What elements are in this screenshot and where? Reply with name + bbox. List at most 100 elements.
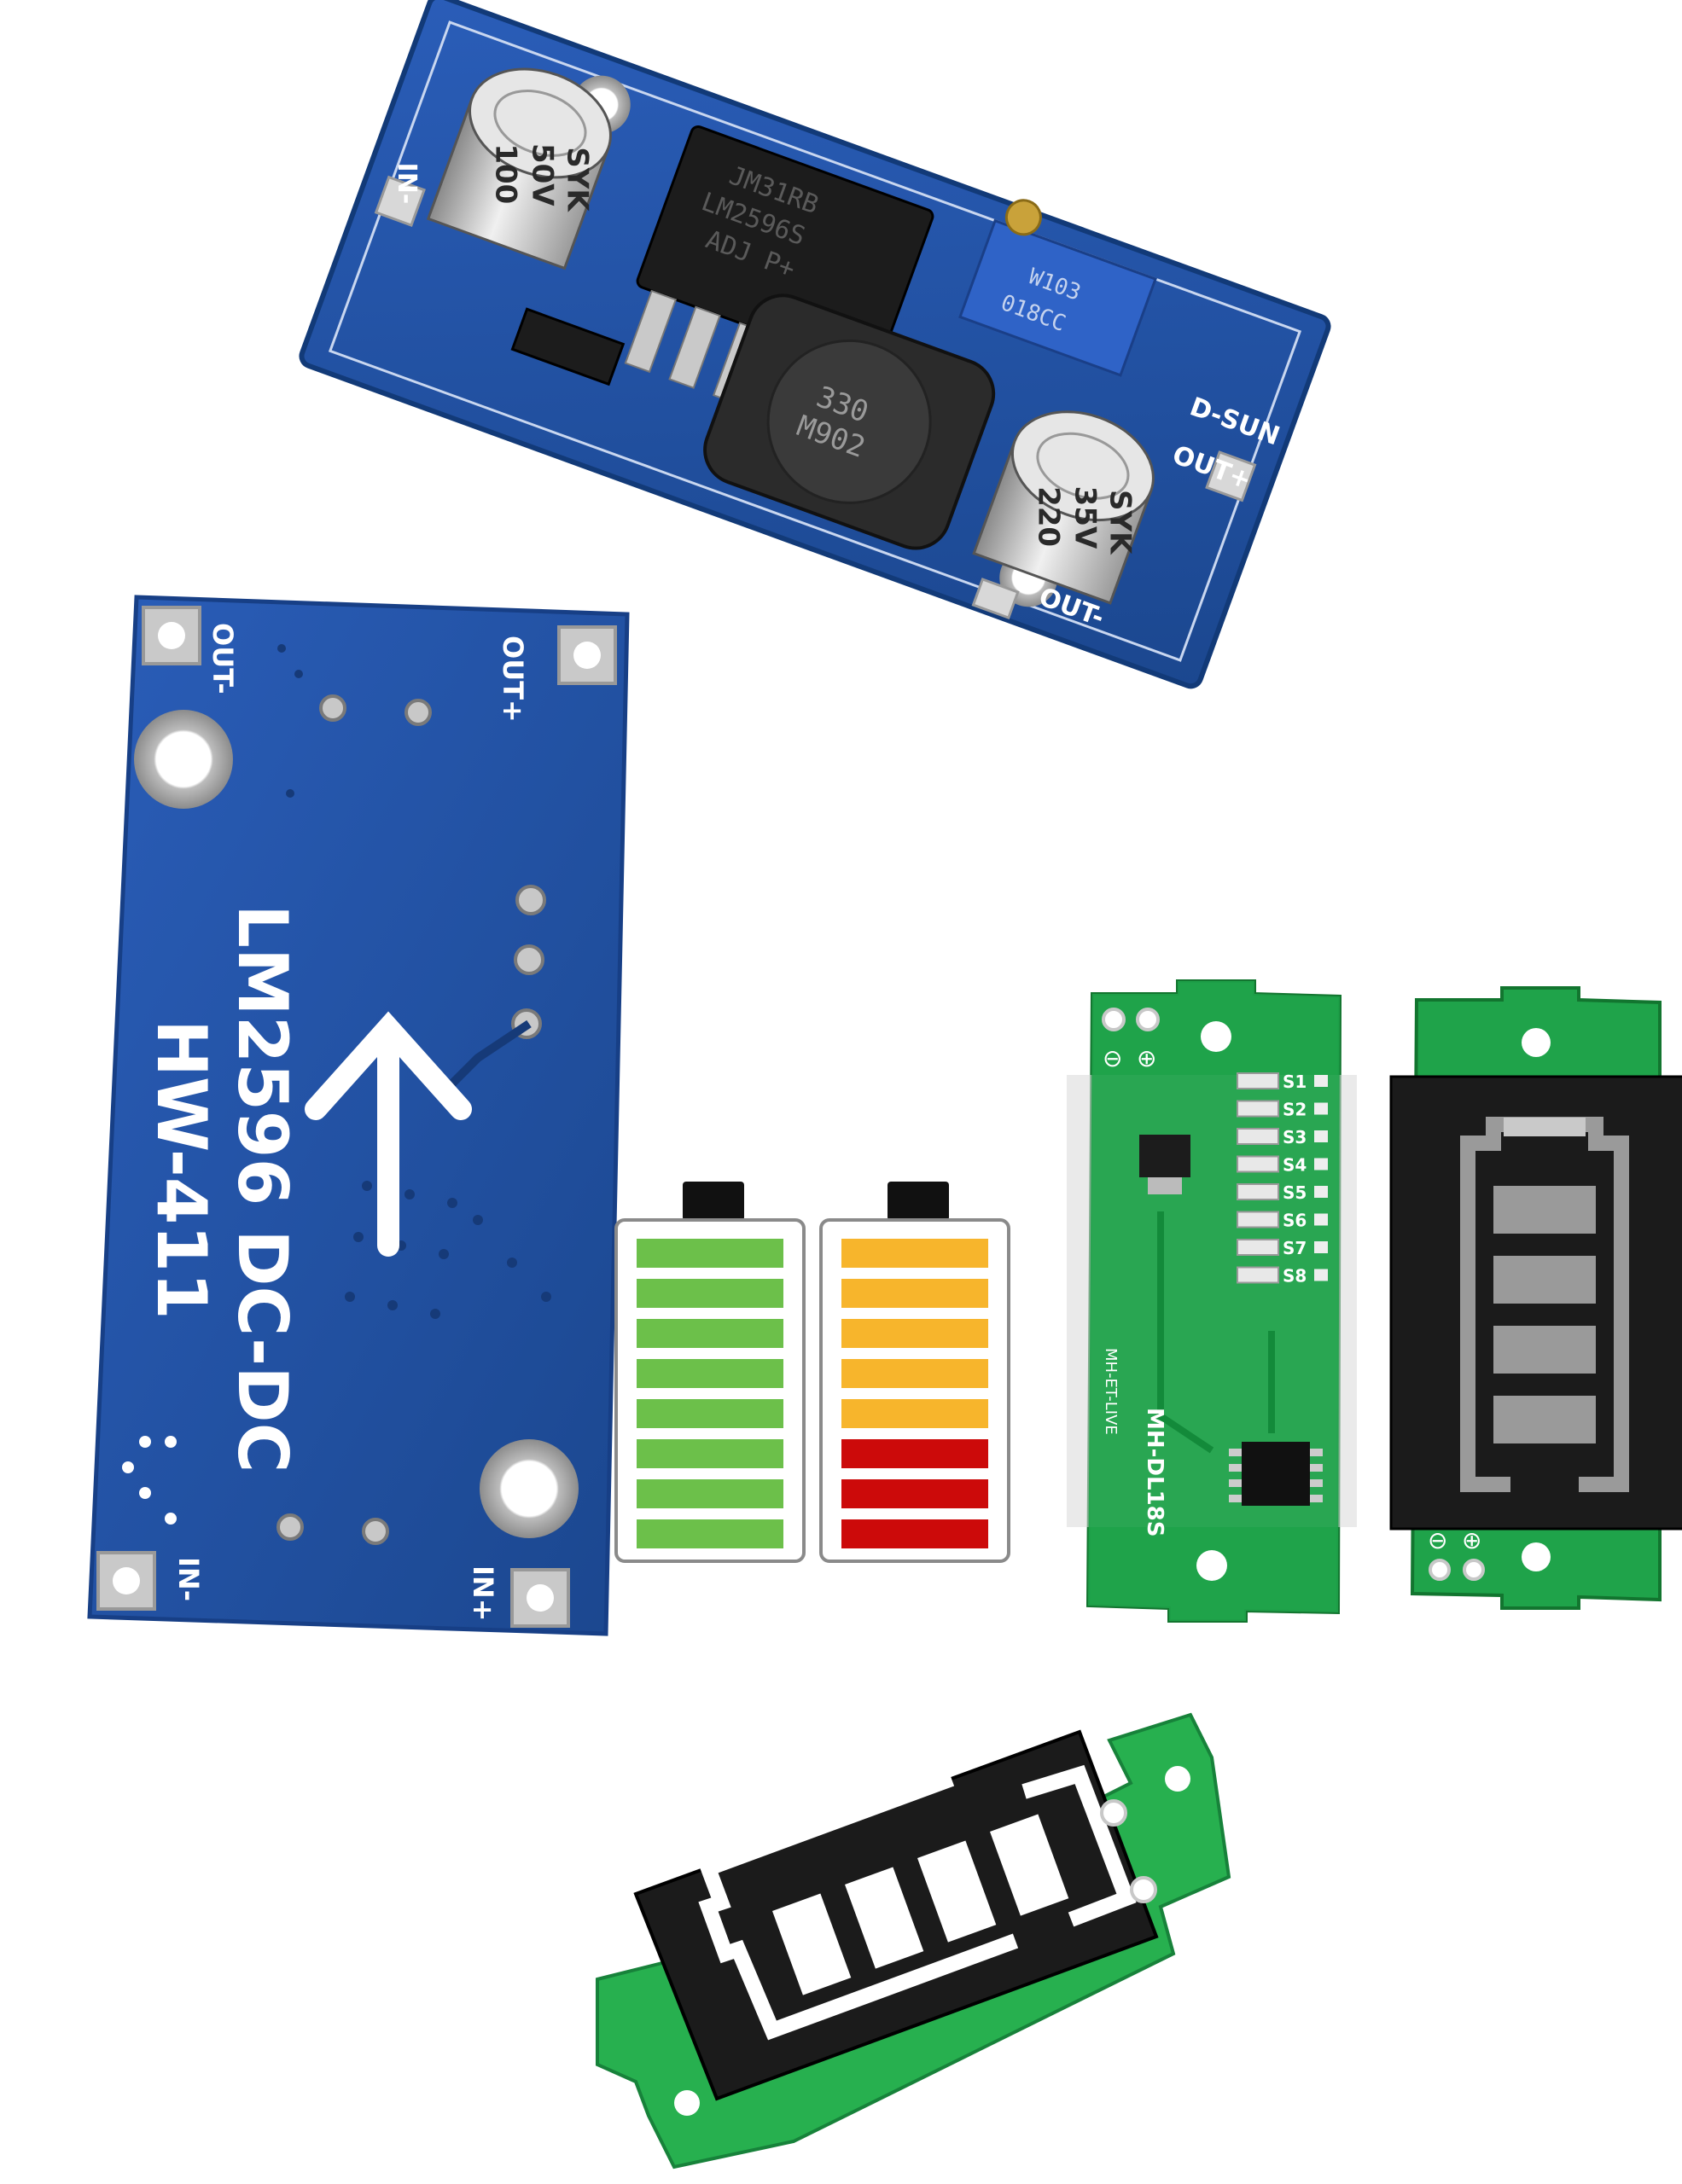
- green-pad-a: [1102, 1008, 1126, 1031]
- green-pad-label: S6: [1283, 1211, 1307, 1231]
- arrow-up-icon: [305, 1011, 472, 1257]
- back-hole-bottom: [480, 1439, 579, 1538]
- green-pad-label: S7: [1283, 1238, 1307, 1258]
- bottom-bar-group: [917, 1840, 997, 1943]
- front-pad-a: [1429, 1559, 1451, 1581]
- green-model-label: MH-DL18S: [1142, 1408, 1167, 1536]
- green-mount-hole-top: [1201, 1021, 1231, 1052]
- label-out-minus-back: OUT-: [207, 623, 239, 694]
- battery-icon-green: [614, 1182, 806, 1563]
- display-bar: [1493, 1396, 1596, 1443]
- green-ic-chip: [1242, 1442, 1310, 1506]
- back-title-line2: HW-411: [142, 1019, 221, 1320]
- cap-out-line1: 220: [1032, 486, 1066, 547]
- green-regulator: [1139, 1135, 1190, 1177]
- display-bar: [1493, 1256, 1596, 1304]
- mixed-segment: [841, 1279, 988, 1308]
- green-pad: [1314, 1213, 1328, 1226]
- display-bar: [1493, 1186, 1596, 1234]
- mixed-segment: [841, 1319, 988, 1348]
- back-white-dots: [122, 1436, 177, 1525]
- mixed-segment: [841, 1479, 988, 1508]
- display-bar: [1493, 1326, 1596, 1374]
- label-in-plus-back: IN+: [467, 1565, 499, 1622]
- green-segment: [637, 1239, 783, 1268]
- front-pad-b: [1463, 1559, 1485, 1581]
- green-pad: [1314, 1269, 1328, 1281]
- mixed-segment: [841, 1519, 988, 1548]
- green-resistor: [1237, 1266, 1279, 1284]
- green-battery-segments: [637, 1239, 783, 1548]
- green-segment: [637, 1319, 783, 1348]
- green-pad-label: S5: [1283, 1182, 1307, 1203]
- back-hole-top: [134, 710, 233, 809]
- power-inductor: 330 M902: [703, 293, 996, 550]
- buck-converter-back-board: LM2596 DC-DC HW-411 OUT- OUT+ IN- IN+: [87, 595, 630, 1636]
- pad-out-minus: [971, 578, 1020, 620]
- pad-out-minus-back: [142, 606, 201, 665]
- green-segment: [637, 1519, 783, 1548]
- mixed-segment: [841, 1359, 988, 1388]
- cap-in-line3: SYK: [560, 147, 594, 212]
- cap-in-line1: 100: [489, 143, 523, 204]
- bottom-display-bar: [917, 1840, 997, 1943]
- bottom-mount-hole: [674, 2090, 700, 2116]
- cap-out-line3: SYK: [1103, 490, 1137, 555]
- green-maker-label: MH-ET-LIVE: [1102, 1348, 1120, 1435]
- pad-out-plus: [1205, 450, 1257, 502]
- green-segment: [637, 1479, 783, 1508]
- front-plus-symbol: ⊕: [1462, 1527, 1481, 1554]
- green-pad: [1314, 1130, 1328, 1142]
- green-segment: [637, 1279, 783, 1308]
- front-mount-hole-bottom: [1522, 1542, 1551, 1571]
- battery-icon-mixed: [819, 1182, 1010, 1563]
- bottom-display-bars: [772, 1814, 1069, 1995]
- green-pad: [1314, 1186, 1328, 1198]
- front-minus-symbol: ⊖: [1428, 1527, 1447, 1554]
- mixed-segment: [841, 1399, 988, 1428]
- bottom-pad-a: [1100, 1799, 1127, 1827]
- bottom-bar-group: [772, 1893, 852, 1995]
- display-bars: [1493, 1186, 1596, 1443]
- green-pad-label: S2: [1283, 1100, 1307, 1120]
- bottom-display-bar: [844, 1867, 924, 1969]
- label-in-minus-back: IN-: [172, 1557, 205, 1601]
- green-segment: [637, 1359, 783, 1388]
- green-resistor: [1237, 1239, 1279, 1256]
- label-in-minus: IN-: [392, 163, 422, 205]
- pad-in-minus: [374, 175, 426, 227]
- bottom-battery-outline: [698, 1764, 1137, 2041]
- cap-out-line2: 35V: [1068, 486, 1102, 549]
- green-segment: [637, 1399, 783, 1428]
- green-resistor: [1237, 1128, 1279, 1145]
- green-pad-label: S1: [1283, 1072, 1307, 1092]
- mixed-segment: [841, 1439, 988, 1468]
- bottom-bar-group: [990, 1814, 1069, 1916]
- green-pad-label: S3: [1283, 1127, 1307, 1147]
- green-plus-symbol: ⊕: [1137, 1045, 1156, 1072]
- back-title-line1: LM2596 DC-DC: [223, 904, 302, 1472]
- green-segment: [637, 1439, 783, 1468]
- pcb-back-body: [87, 595, 630, 1636]
- mixed-segment: [841, 1239, 988, 1268]
- label-out-plus-back: OUT+: [497, 636, 529, 723]
- back-trace: [440, 1019, 532, 1095]
- green-pad-label: S4: [1283, 1155, 1307, 1176]
- front-mount-hole-top: [1522, 1028, 1551, 1057]
- green-resistor: [1237, 1100, 1279, 1118]
- battery-level-display-module: [596, 1712, 1231, 2169]
- buck-converter-front-board: 100 50V SYK JM31RB LM2596S ADJ P+ W103 0…: [299, 0, 1331, 689]
- bottom-display-bar: [772, 1893, 852, 1995]
- green-resistor-array: [1237, 1072, 1328, 1284]
- input-capacitor: 100 50V SYK: [426, 67, 612, 270]
- back-small-dots: [277, 644, 551, 1319]
- green-resistor: [1237, 1072, 1279, 1089]
- green-resistor: [1237, 1155, 1279, 1173]
- bottom-bar-group: [844, 1867, 924, 1969]
- green-resistor: [1237, 1211, 1279, 1228]
- green-pad-label: S8: [1283, 1266, 1307, 1287]
- green-indicator-board-front: ⊖ ⊕: [1389, 986, 1682, 1610]
